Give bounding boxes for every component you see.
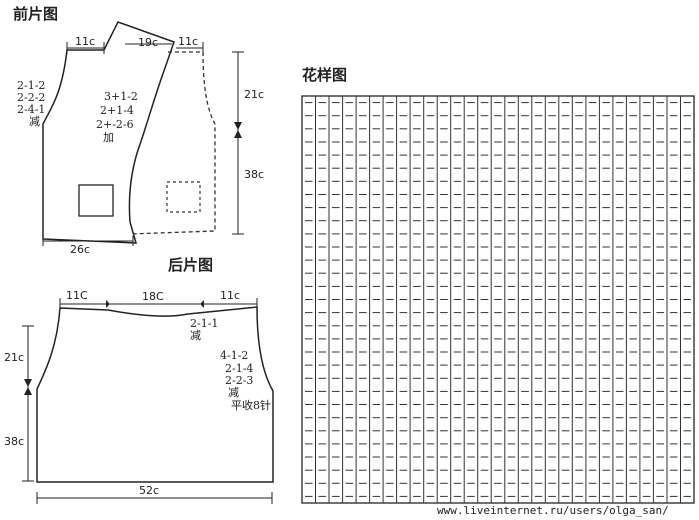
front-right-outline [129, 51, 216, 235]
front-top-right-measure: 11c [178, 35, 198, 48]
back-side-note: 2-2-3 [225, 374, 253, 387]
back-dim-arrowhead [106, 300, 110, 308]
pattern-grid [305, 96, 691, 503]
front-top-mid-measure: 19c [138, 36, 158, 49]
front-piece-diagram: 前片图 11c 19c 11c 2-1-2 2-2-2 2-4-1 减 3+1-… [13, 5, 264, 256]
back-neck-note: 减 [190, 329, 201, 342]
pattern-grid-border [301, 95, 695, 504]
back-bottom-measure: 52c [139, 484, 159, 497]
front-piece-title: 前片图 [13, 5, 58, 23]
front-right-pocket [166, 181, 201, 213]
front-right-upper-measure: 21c [244, 88, 264, 101]
back-side-note: 2-1-4 [225, 362, 253, 375]
front-mid-note: 加 [103, 131, 114, 144]
back-top-mid-measure: 18C [142, 290, 164, 303]
back-piece-diagram: 后片图 11C 18C 11c 2-1-1 减 4-1-2 2-1-4 2-2-… [4, 256, 274, 504]
pattern-title: 花样图 [302, 66, 347, 84]
back-left-lower-measure: 38c [4, 435, 24, 448]
back-left-upper-measure: 21c [4, 351, 24, 364]
front-bottom-measure: 26c [70, 243, 90, 256]
back-top-left-measure: 11C [66, 289, 88, 302]
back-top-right-measure: 11c [220, 289, 240, 302]
stitch-pattern: 花样图 [301, 66, 695, 504]
front-dim-arrowheads [234, 122, 242, 138]
back-piece-outline [36, 306, 274, 483]
front-mid-note: 2+-2-6 [96, 118, 134, 131]
back-neck-note: 2-1-1 [190, 317, 218, 330]
back-side-note: 4-1-2 [220, 349, 248, 362]
front-left-note: 2-4-1 [17, 103, 45, 116]
front-left-note: 减 [29, 115, 40, 128]
back-side-note: 平收8针 [231, 398, 271, 412]
front-right-lower-measure: 38c [244, 168, 264, 181]
front-left-pocket [78, 184, 114, 217]
front-left-outline [42, 21, 175, 244]
front-mid-note: 2+1-4 [100, 104, 134, 117]
back-dim-arrowheads [24, 379, 32, 395]
front-left-note: 2-2-2 [17, 91, 45, 104]
watermark-url: www.liveinternet.ru/users/olga_san/ [437, 504, 669, 517]
front-top-left-measure: 11c [75, 35, 95, 48]
back-dim-arrowhead [200, 300, 204, 308]
back-side-note: 减 [228, 386, 239, 399]
front-left-note: 2-1-2 [17, 79, 45, 92]
back-piece-title: 后片图 [168, 256, 213, 274]
front-mid-note: 3+1-2 [104, 90, 138, 103]
